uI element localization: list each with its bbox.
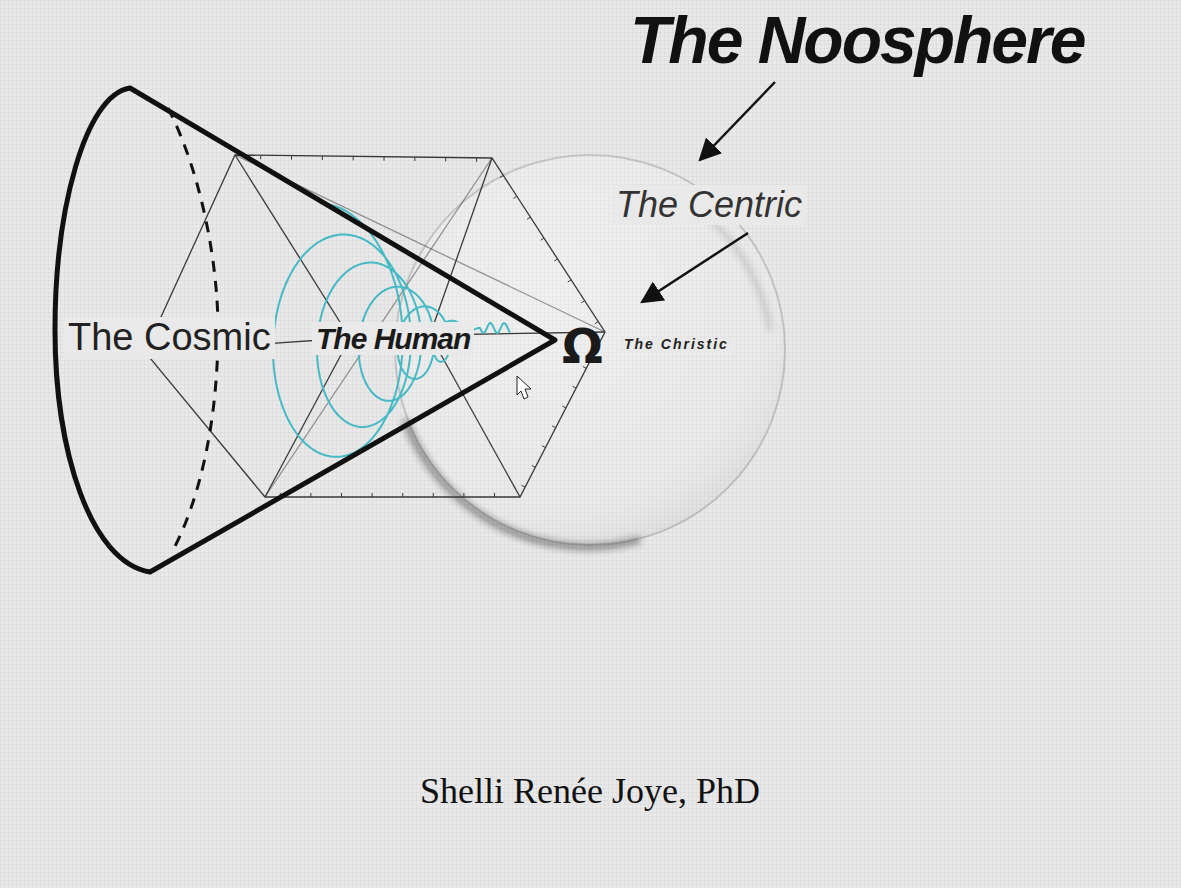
tick-mark: [384, 157, 385, 161]
tick-mark: [552, 426, 556, 428]
leader-arrow: [642, 233, 748, 302]
tick-mark: [541, 238, 544, 240]
tick-marks: [261, 155, 599, 497]
diagram-label: The Human: [312, 322, 474, 355]
tick-mark: [310, 493, 311, 497]
cone-outline: [55, 88, 555, 572]
tick-mark: [322, 156, 323, 160]
tick-mark: [463, 493, 464, 497]
tick-mark: [494, 493, 495, 497]
tick-mark: [445, 157, 446, 161]
tick-mark: [581, 301, 584, 303]
title-text: The Noosphere: [630, 4, 1084, 77]
hexagon-line: [430, 158, 492, 335]
tick-mark: [372, 493, 373, 497]
diagram-label: Ω: [562, 320, 603, 373]
leader-arrow: [700, 82, 775, 160]
tick-mark: [527, 217, 530, 219]
diagram-label: The Christic: [620, 337, 733, 352]
diagram-label: The Centric: [612, 185, 806, 225]
mouse-cursor: [517, 376, 531, 399]
hexagon-line: [265, 338, 350, 497]
tick-mark: [542, 446, 546, 448]
tick-mark: [341, 493, 342, 497]
tick-mark: [353, 156, 354, 160]
tick-mark: [291, 156, 292, 160]
tick-mark: [554, 259, 557, 261]
tick-mark: [402, 493, 403, 497]
tick-mark: [414, 157, 415, 161]
tick-mark: [514, 196, 517, 198]
hexagon-line: [265, 158, 492, 497]
tick-mark: [260, 155, 261, 159]
diagram-label: The Cosmic: [64, 317, 275, 359]
tick-mark: [568, 280, 571, 282]
hexagon-line: [430, 335, 520, 497]
tick-mark: [476, 158, 477, 162]
bubble-rim: [700, 210, 770, 330]
bubble-shadow: [405, 420, 640, 547]
tick-mark: [522, 485, 526, 487]
author-caption: Shelli Renée Joye, PhD: [420, 772, 760, 812]
tick-mark: [532, 465, 536, 467]
tick-mark: [500, 175, 503, 177]
tick-mark: [562, 406, 566, 408]
tick-mark: [433, 493, 434, 497]
tick-mark: [573, 386, 577, 388]
